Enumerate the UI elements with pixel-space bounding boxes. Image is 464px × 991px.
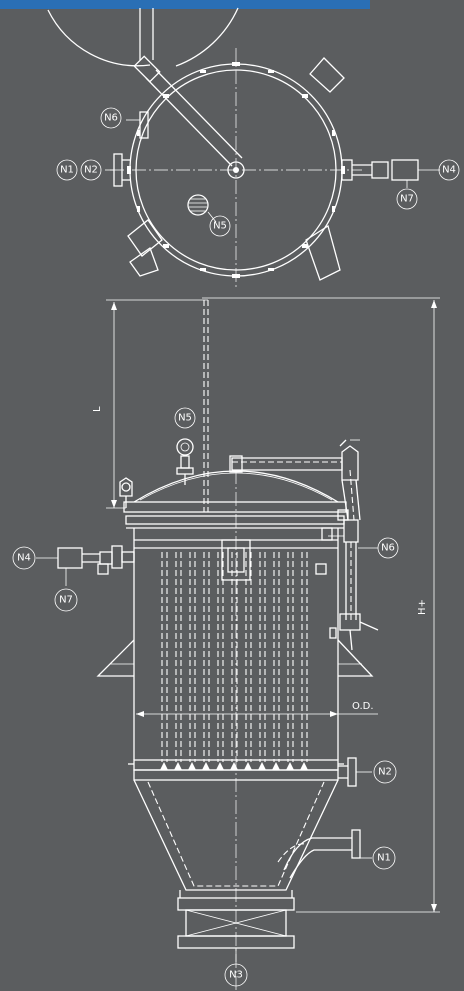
callout-n3-side: N3 xyxy=(224,963,248,987)
svg-text:N6: N6 xyxy=(104,113,118,124)
vessel-dome xyxy=(123,470,347,529)
callout-n5-top: N5 xyxy=(209,215,231,237)
svg-text:N2: N2 xyxy=(84,165,98,176)
manhole-n5-plan xyxy=(187,194,217,223)
svg-text:O.D.: O.D. xyxy=(352,701,374,712)
lifting-eye xyxy=(119,477,133,508)
nozzle-right-plan xyxy=(341,159,440,188)
nozzle-n2-side xyxy=(338,757,372,787)
svg-text:N1: N1 xyxy=(377,853,391,864)
callout-n4-top: N4 xyxy=(438,159,460,181)
elevation-view: L H+ xyxy=(12,297,440,990)
callout-n6-side: N6 xyxy=(358,537,399,559)
svg-text:H+: H+ xyxy=(417,599,428,615)
svg-text:N2: N2 xyxy=(378,767,392,778)
filter-candles xyxy=(160,552,308,770)
header-bar xyxy=(0,0,370,9)
callout-n2-top: N2 xyxy=(80,159,102,181)
svg-text:N5: N5 xyxy=(213,221,227,232)
svg-text:N5: N5 xyxy=(178,413,192,424)
svg-text:N4: N4 xyxy=(17,553,31,564)
nozzle-n1-side xyxy=(277,829,372,879)
vessel-shell xyxy=(128,528,344,781)
adjacent-vessel-outline xyxy=(47,9,151,67)
n6-bracket-plan xyxy=(126,111,149,139)
svg-text:N1: N1 xyxy=(60,165,74,176)
nozzle-n4-side xyxy=(36,545,135,586)
callout-n7-side: N7 xyxy=(54,588,78,612)
callout-n1-side: N1 xyxy=(372,846,396,870)
right-vent-pipe xyxy=(315,509,379,651)
svg-text:N3: N3 xyxy=(229,970,243,981)
vessel-cone xyxy=(133,779,339,891)
pressure-gauge-n5 xyxy=(176,438,194,485)
plan-view: N6 N1 N2 N4 N7 N5 xyxy=(47,7,460,290)
dimension-h: H+ xyxy=(202,297,440,913)
callout-n4-side: N4 xyxy=(12,546,36,570)
swing-arm xyxy=(133,55,245,179)
support-legs xyxy=(96,639,374,677)
svg-text:L: L xyxy=(92,406,103,412)
nozzle-left-plan xyxy=(105,153,131,187)
davit-arm xyxy=(229,439,361,521)
svg-text:N6: N6 xyxy=(381,543,395,554)
svg-text:N7: N7 xyxy=(59,595,73,606)
dimension-l: L xyxy=(92,299,208,509)
svg-text:N7: N7 xyxy=(400,194,414,205)
dimension-od: O.D. xyxy=(136,701,378,717)
callout-n5-side: N5 xyxy=(174,407,196,429)
callout-n2-side: N2 xyxy=(373,760,397,784)
callout-n1-top: N1 xyxy=(56,159,78,181)
svg-text:N4: N4 xyxy=(442,165,456,176)
callout-n6-top: N6 xyxy=(100,107,122,129)
outlet-n3 xyxy=(177,890,295,962)
callout-n7-top: N7 xyxy=(396,188,418,210)
support-lugs xyxy=(127,57,345,281)
